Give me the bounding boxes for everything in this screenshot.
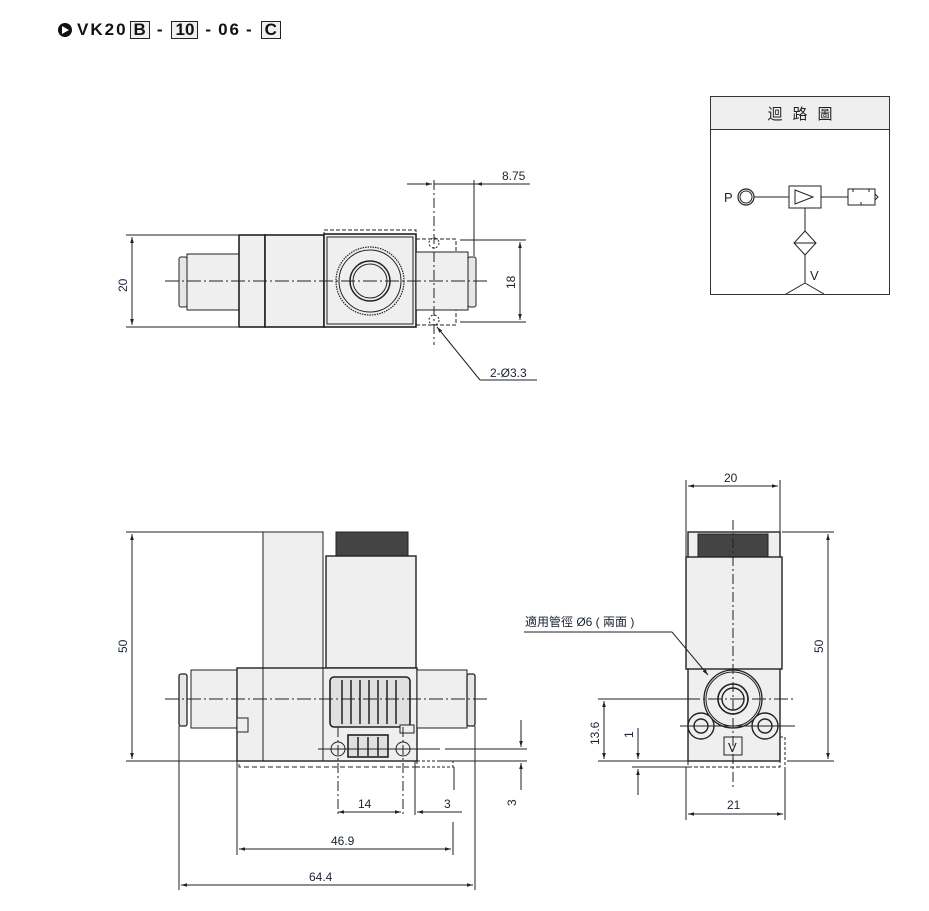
circuit-symbol: P V [724, 185, 879, 295]
knurled-knob [335, 531, 409, 557]
model-separator: - [246, 20, 254, 39]
dim-side-height-label: 50 [812, 639, 826, 653]
dim-3v-label: 3 [505, 799, 519, 806]
dim-1-label: 1 [622, 731, 636, 738]
dim-side-width-label: 20 [724, 471, 738, 485]
dim-side-bottom-width-label: 21 [727, 798, 741, 812]
model-option-box-2: 10 [171, 21, 199, 39]
dim-mount-pitch-label: 18 [504, 275, 518, 289]
port-note-label: 適用管徑 Ø6 ( 兩面 ) [525, 614, 634, 629]
dim-3h-label: 3 [444, 797, 451, 811]
model-separator: - [156, 20, 165, 39]
model-mid-code: 06 [218, 20, 241, 39]
vacuum-port-icon [785, 282, 806, 295]
model-code-title: VK20 B - 10 - 06 - C [58, 19, 283, 41]
port-p-label: P [724, 190, 733, 205]
front-view [126, 531, 527, 890]
dim-offset-label: 8.75 [502, 169, 526, 183]
circuit-diagram-box: 迴路圖 P V [710, 96, 890, 295]
circuit-diagram-header: 迴路圖 [711, 97, 889, 130]
dim-holes-label: 2-Ø3.3 [490, 366, 527, 380]
model-separator: - [205, 20, 214, 39]
model-prefix: VK20 [77, 20, 128, 39]
dim-front-height-label: 50 [116, 639, 130, 653]
dim-total-label: 64.4 [309, 870, 333, 884]
top-view [126, 180, 537, 381]
model-option-box-3: C [260, 21, 281, 39]
model-option-box-1: B [129, 21, 150, 39]
side-view [524, 480, 834, 820]
v-port-letter: V [728, 740, 737, 755]
dim-body-label: 46.9 [331, 834, 355, 848]
dim-14-label: 14 [358, 797, 372, 811]
dim-port-height-label: 13.6 [588, 721, 602, 745]
dim-top-height-label: 20 [116, 278, 130, 292]
play-circle-icon [58, 23, 72, 37]
port-v-label: V [810, 268, 819, 283]
